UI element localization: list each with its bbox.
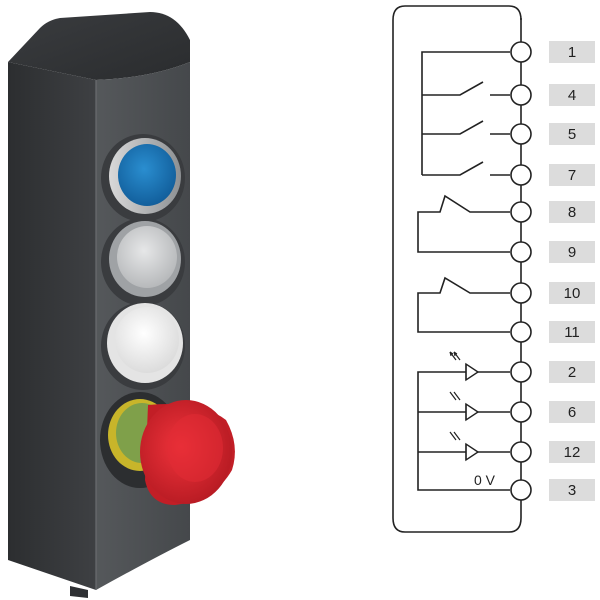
terminal-number: 7 xyxy=(568,167,576,184)
led-3 xyxy=(449,431,480,462)
led-2 xyxy=(449,391,480,422)
terminal-number: 11 xyxy=(564,324,580,341)
terminal-label-box xyxy=(549,201,595,223)
terminal-4: 4 xyxy=(510,84,595,106)
white-illuminated-button xyxy=(101,302,185,390)
terminal-8: 8 xyxy=(510,201,595,223)
terminal-connector xyxy=(510,201,532,223)
terminal-number: 4 xyxy=(568,87,576,104)
terminal-label-box xyxy=(549,84,595,106)
terminal-number: 3 xyxy=(568,482,576,499)
terminal-connector xyxy=(510,479,532,501)
terminal-connector xyxy=(510,361,532,383)
terminal-connector xyxy=(510,321,532,343)
terminal-number: 5 xyxy=(568,126,576,143)
terminal-label-box xyxy=(549,321,595,343)
grey-illuminated-button xyxy=(101,218,185,306)
terminal-1: 1 xyxy=(510,41,595,63)
led-1 xyxy=(449,351,480,382)
terminal-block: 1 4 5 7 8 9 10 11 2 6 12 3 xyxy=(510,41,595,501)
terminal-number: 12 xyxy=(564,444,581,461)
terminal-number: 9 xyxy=(568,244,576,261)
terminal-label-box xyxy=(549,164,595,186)
terminal-label-box xyxy=(549,361,595,383)
terminal-label-box xyxy=(549,401,595,423)
led-circuits xyxy=(417,371,510,491)
terminal-connector xyxy=(510,84,532,106)
terminal-connector xyxy=(510,282,532,304)
terminal-number: 8 xyxy=(568,204,576,221)
terminal-number: 10 xyxy=(564,285,581,302)
terminal-label-box xyxy=(549,41,595,63)
terminal-connector xyxy=(510,41,532,63)
terminal-connector xyxy=(510,164,532,186)
terminal-label-box xyxy=(549,441,595,463)
terminal-label-box xyxy=(549,282,595,304)
terminal-label-box xyxy=(549,241,595,263)
terminal-6: 6 xyxy=(510,401,595,423)
terminal-connector xyxy=(510,123,532,145)
housing-left-side xyxy=(8,62,96,590)
terminal-connector xyxy=(510,441,532,463)
terminal-9: 9 xyxy=(510,241,595,263)
terminal-number: 1 xyxy=(568,44,576,61)
pushbutton-contacts xyxy=(421,51,510,176)
terminal-2: 2 xyxy=(510,361,595,383)
terminal-5: 5 xyxy=(510,123,595,145)
terminal-12: 12 xyxy=(510,441,595,463)
estop-contact-1 xyxy=(417,194,510,253)
blue-illuminated-button xyxy=(101,134,185,222)
terminal-10: 10 xyxy=(510,282,595,304)
terminal-number: 2 xyxy=(568,364,576,381)
estop-contact-2 xyxy=(417,276,510,333)
terminal-connector xyxy=(510,241,532,263)
terminal-7: 7 xyxy=(510,164,595,186)
terminal-label-box xyxy=(549,479,595,501)
housing-top xyxy=(8,12,190,80)
emergency-stop-button xyxy=(100,392,235,505)
terminal-3: 3 xyxy=(510,479,595,501)
terminal-label-box xyxy=(549,123,595,145)
terminal-11: 11 xyxy=(510,321,595,343)
zero-volt-label: 0 V xyxy=(474,472,496,488)
terminal-connector xyxy=(510,401,532,423)
schematic-frame xyxy=(392,5,522,533)
terminal-number: 6 xyxy=(568,404,576,421)
